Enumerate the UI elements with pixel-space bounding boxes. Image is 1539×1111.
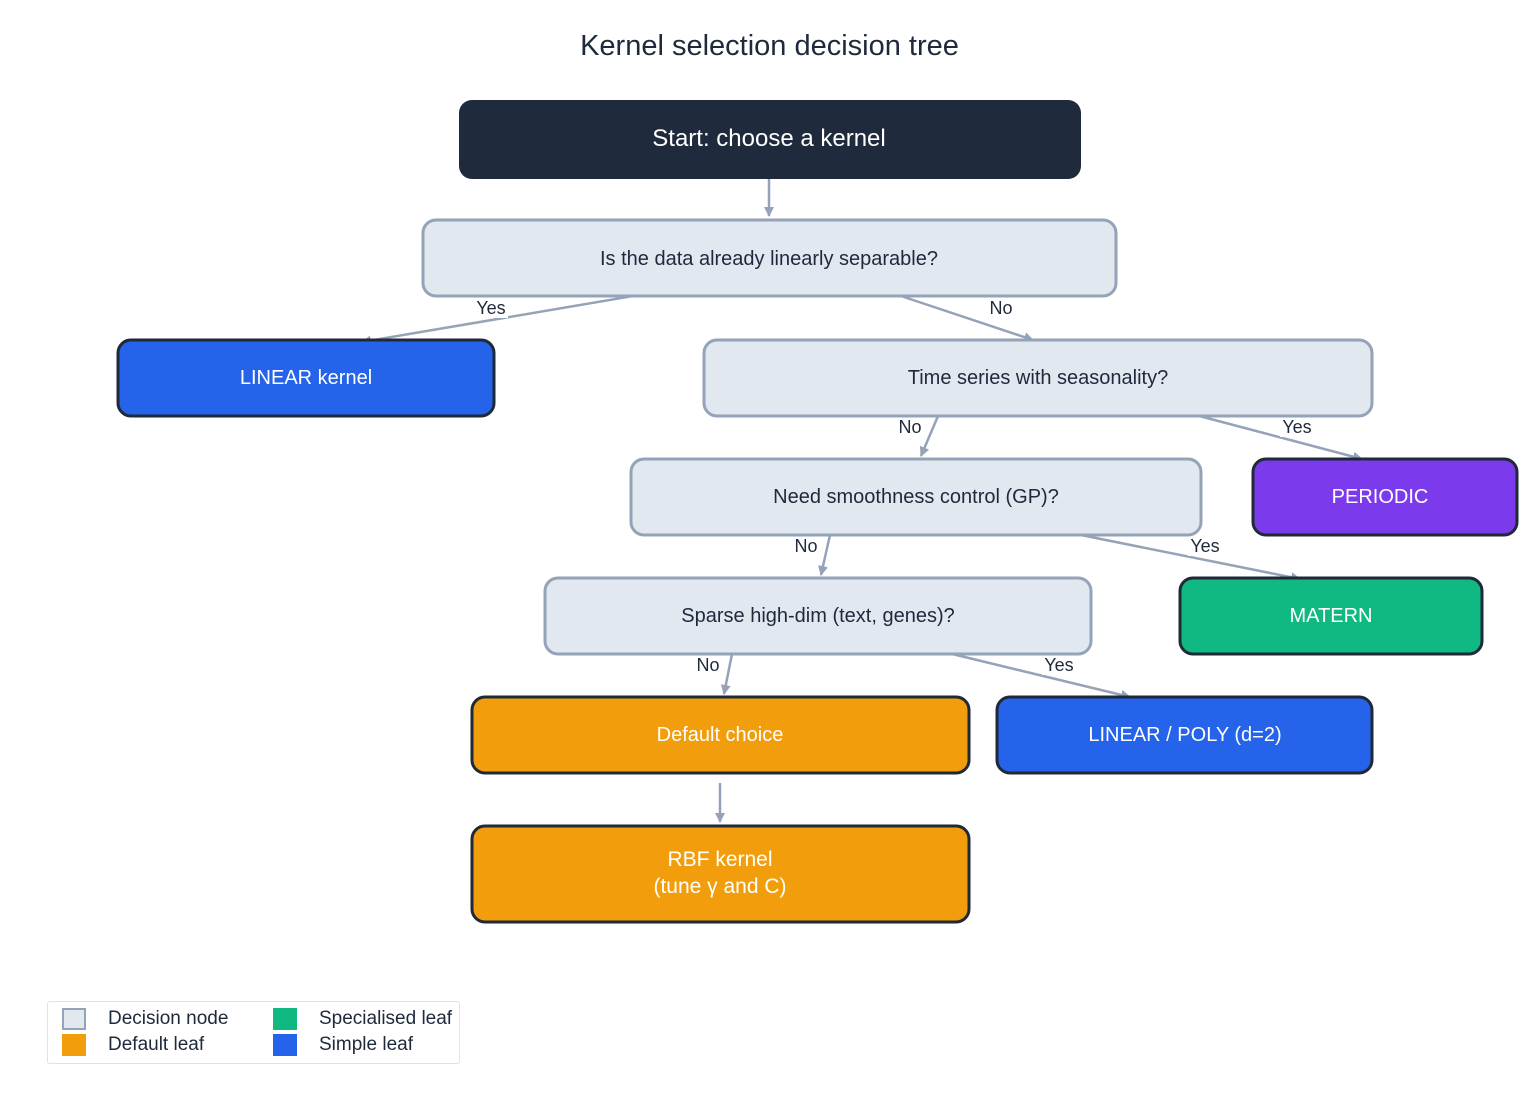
node-linear-poly: LINEAR / POLY (d=2): [995, 695, 1374, 775]
edge-q-sparse-no: [720, 653, 734, 695]
legend-item-simple-leaf: Simple leaf: [273, 1033, 413, 1057]
legend-label: Decision node: [108, 1008, 229, 1029]
edge-label-no: No: [989, 298, 1012, 318]
legend-item-decision-node: Decision node: [62, 1007, 228, 1031]
node-rbf-label-line1: RBF kernel: [667, 848, 772, 871]
edge-label-no: No: [696, 655, 719, 675]
legend-item-default-leaf: Default leaf: [62, 1033, 204, 1057]
decision-swatch-icon: [62, 1008, 86, 1030]
legend-label: Specialised leaf: [319, 1008, 453, 1029]
node-periodic: PERIODIC: [1251, 457, 1519, 537]
edge-q-time-yes: [1187, 411, 1363, 462]
node-q-linear-label: Is the data already linearly separable?: [600, 248, 938, 270]
edge-q-smooth-no: [818, 534, 832, 576]
node-q-smooth-label: Need smoothness control (GP)?: [773, 486, 1059, 508]
node-rbf: RBF kernel (tune γ and C): [470, 824, 971, 924]
node-q-sparse: Sparse high-dim (text, genes)?: [543, 576, 1093, 656]
edge-labels: Yes No No Yes No Yes No Yes: [474, 296, 1314, 675]
node-q-smooth: Need smoothness control (GP)?: [629, 457, 1203, 537]
node-linear-kernel-label: LINEAR kernel: [240, 367, 372, 389]
legend: Decision node Default leaf Specialised l…: [47, 1001, 460, 1064]
node-q-time-label: Time series with seasonality?: [908, 367, 1168, 389]
edge-label-yes: Yes: [1044, 655, 1073, 675]
node-default-choice-label: Default choice: [657, 724, 784, 746]
simple-leaf-swatch-icon: [273, 1034, 297, 1056]
edge-label-yes: Yes: [476, 298, 505, 318]
node-periodic-label: PERIODIC: [1332, 486, 1429, 508]
node-q-linear: Is the data already linearly separable?: [421, 218, 1118, 298]
node-matern: MATERN: [1178, 576, 1484, 656]
node-default-choice: Default choice: [470, 695, 971, 775]
edge-q-linear-no: [894, 292, 1034, 342]
legend-label: Simple leaf: [319, 1034, 413, 1055]
edge-q-time-no: [919, 415, 940, 457]
edge-label-no: No: [898, 417, 921, 437]
node-rbf-label-line2: (tune γ and C): [653, 875, 786, 898]
edge-q-smooth-yes: [1065, 530, 1301, 583]
node-matern-label: MATERN: [1290, 605, 1373, 627]
edge-label-yes: Yes: [1282, 417, 1311, 437]
edge-label-yes: Yes: [1190, 536, 1219, 556]
node-linear-kernel: LINEAR kernel: [116, 338, 496, 418]
edge-q-sparse-yes: [943, 650, 1131, 700]
node-start: Start: choose a kernel: [459, 100, 1081, 179]
diagram-title: Kernel selection decision tree: [580, 30, 959, 62]
default-leaf-swatch-icon: [62, 1034, 86, 1056]
legend-label: Default leaf: [108, 1034, 205, 1055]
node-q-time: Time series with seasonality?: [702, 338, 1374, 418]
legend-item-specialised-leaf: Specialised leaf: [273, 1007, 452, 1031]
node-q-sparse-label: Sparse high-dim (text, genes)?: [681, 605, 954, 627]
edge-label-no: No: [794, 536, 817, 556]
specialised-leaf-swatch-icon: [273, 1008, 297, 1030]
node-start-label: Start: choose a kernel: [652, 125, 885, 152]
node-linear-poly-label: LINEAR / POLY (d=2): [1088, 724, 1281, 746]
